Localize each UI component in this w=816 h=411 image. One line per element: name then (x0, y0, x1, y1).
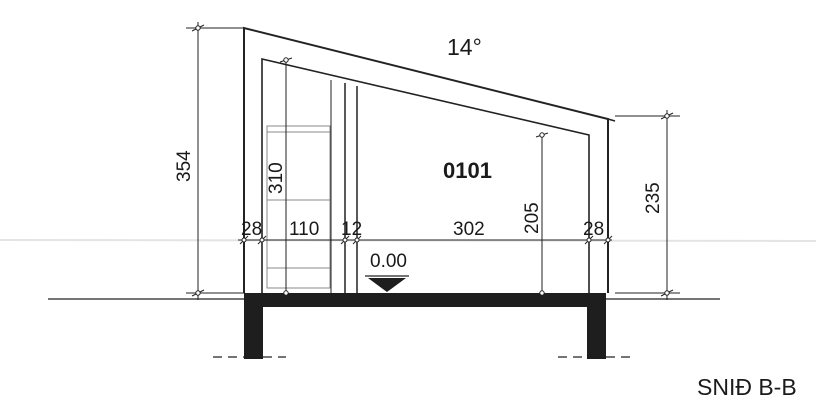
dim-ceiling-low: 205 (522, 202, 543, 234)
dim-span-1: 110 (289, 219, 319, 240)
floor-level-label: 0.00 (370, 251, 407, 272)
level-marker (365, 275, 409, 292)
roof-pitch-label: 14° (447, 34, 482, 60)
right-height-dimension (615, 110, 680, 300)
dim-inner-height: 310 (266, 162, 287, 194)
room-number: 0101 (443, 158, 492, 183)
dim-span-2: 302 (453, 219, 485, 240)
dim-wall-left: 28 (241, 219, 262, 240)
dim-eave-height: 235 (643, 182, 664, 214)
foundation (244, 293, 606, 359)
horizontal-dimension-chain (238, 235, 613, 245)
dim-wall-right: 28 (583, 219, 604, 240)
interior-dimension-lines (285, 60, 543, 293)
left-height-dimension (186, 22, 244, 300)
window-frame (266, 125, 331, 289)
dim-partition: 12 (341, 219, 362, 240)
partition-wall (330, 80, 358, 293)
building-outline (243, 26, 616, 293)
dim-total-height: 354 (174, 150, 195, 182)
interior-dimension-ticks (279, 57, 549, 296)
section-title: SNIÐ B-B (697, 374, 797, 400)
